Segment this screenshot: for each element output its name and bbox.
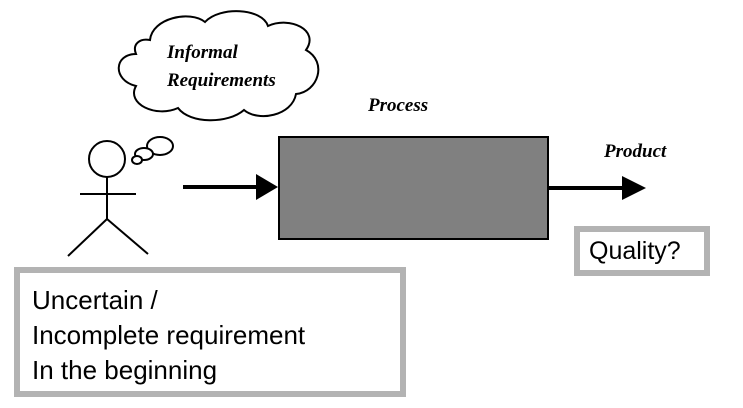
output-arrow bbox=[548, 176, 646, 200]
quality-text: Quality? bbox=[589, 237, 681, 265]
stick-figure bbox=[67, 140, 149, 257]
input-arrowhead bbox=[256, 174, 278, 200]
thought-bubble-small bbox=[131, 155, 143, 165]
quality-box: Quality? bbox=[574, 226, 710, 276]
thought-bubble-large bbox=[146, 136, 174, 156]
thought-cloud-shape bbox=[117, 10, 320, 122]
stick-figure-left-leg bbox=[67, 218, 108, 257]
requirement-line-2: Incomplete requirement bbox=[32, 320, 306, 350]
stick-figure-right-leg bbox=[106, 218, 149, 255]
requirement-box: Uncertain / Incomplete requirement In th… bbox=[14, 267, 406, 397]
requirement-line-1: Uncertain / bbox=[32, 285, 158, 315]
process-box bbox=[278, 136, 549, 240]
output-arrowhead bbox=[622, 176, 646, 200]
requirement-line-3: In the beginning bbox=[32, 355, 218, 385]
thought-cloud: Informal Requirements bbox=[117, 10, 320, 122]
product-label: Product bbox=[603, 141, 667, 162]
process-label: Process bbox=[367, 95, 428, 116]
thought-cloud-line2: Requirements bbox=[166, 70, 276, 91]
stick-figure-head bbox=[88, 140, 126, 178]
thought-cloud-line1: Informal bbox=[166, 42, 238, 63]
input-arrow bbox=[183, 174, 278, 200]
thought-bubbles bbox=[131, 136, 174, 165]
